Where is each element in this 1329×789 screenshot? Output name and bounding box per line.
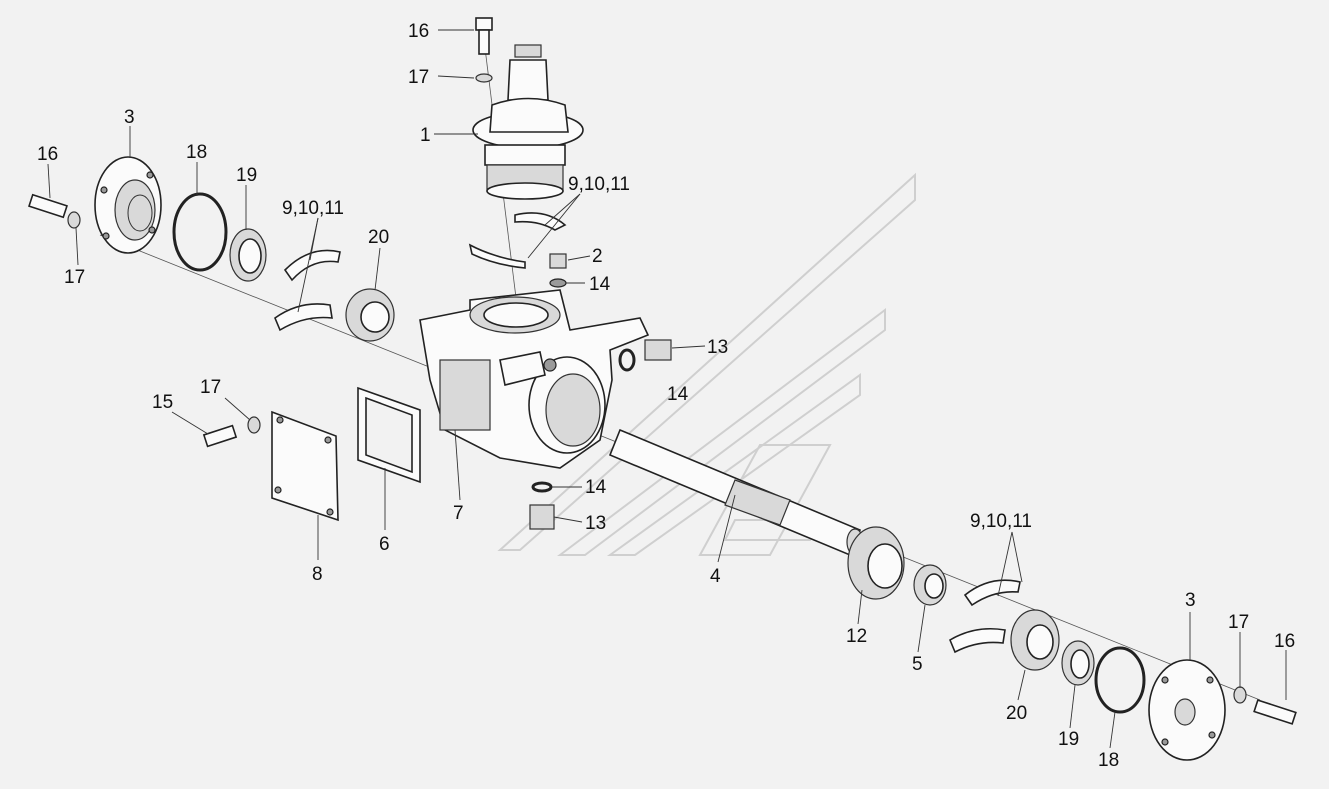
callout-16-top: 16 <box>408 21 429 42</box>
callout-12: 12 <box>846 626 867 647</box>
callout-1: 1 <box>420 125 431 146</box>
housing-bottom-plug <box>529 481 555 530</box>
callout-17-mid: 17 <box>200 377 221 398</box>
callout-5: 5 <box>912 654 923 675</box>
breather-plug <box>549 253 567 288</box>
callout-14-mid: 14 <box>667 384 689 405</box>
callout-2: 2 <box>592 246 603 267</box>
callout-7: 7 <box>453 503 464 524</box>
top-shims <box>468 212 567 269</box>
callout-16-right: 16 <box>1274 631 1295 652</box>
left-shims <box>274 249 341 332</box>
callout-15: 15 <box>152 392 173 413</box>
right-bearing <box>1010 609 1060 671</box>
callout-8: 8 <box>312 564 323 585</box>
callout-20-left: 20 <box>368 227 389 248</box>
callout-13-low: 13 <box>585 513 606 534</box>
callout-9-10-11-top: 9,10,11 <box>568 174 630 195</box>
right-bolt <box>1233 686 1297 725</box>
callout-17-left: 17 <box>64 267 85 288</box>
callout-19-left: 19 <box>236 165 257 186</box>
right-shims <box>948 579 1021 654</box>
top-bolt <box>475 17 493 83</box>
callout-6: 6 <box>379 534 390 555</box>
cover-bolt <box>202 416 261 448</box>
callout-3-right: 3 <box>1185 590 1196 611</box>
left-seal <box>229 228 267 282</box>
left-flange <box>94 156 162 254</box>
callout-14-top: 14 <box>589 274 611 295</box>
callout-13-top: 13 <box>707 337 728 358</box>
callout-18-left: 18 <box>186 142 207 163</box>
callout-17-right: 17 <box>1228 612 1249 633</box>
left-bolt <box>28 193 81 229</box>
callout-17-top: 17 <box>408 67 429 88</box>
callout-18-right: 18 <box>1098 750 1119 771</box>
callout-labels: 16 17 1 9,10,11 2 14 13 14 3 16 18 19 9,… <box>37 21 1295 771</box>
left-o-ring <box>172 192 228 272</box>
pinion-housing <box>472 44 584 200</box>
callout-20-right: 20 <box>1006 703 1027 724</box>
right-flange <box>1148 659 1226 761</box>
leader-lines <box>47 29 1287 749</box>
gasket <box>357 386 421 484</box>
housing-right-plug <box>618 339 672 372</box>
callout-19-right: 19 <box>1058 729 1079 750</box>
left-bearing <box>345 288 395 342</box>
right-seal <box>1061 640 1095 686</box>
callout-9-10-11-right: 9,10,11 <box>970 511 1032 532</box>
gearbox-housing <box>419 289 650 469</box>
callout-9-10-11-left: 9,10,11 <box>282 198 344 219</box>
callout-14-low: 14 <box>585 477 607 498</box>
spacer-sleeve <box>913 564 947 606</box>
splined-hub <box>847 526 905 600</box>
right-o-ring <box>1094 646 1146 714</box>
callout-4: 4 <box>710 566 721 587</box>
output-shaft <box>608 428 864 557</box>
callout-16-left: 16 <box>37 144 58 165</box>
side-cover <box>271 410 339 522</box>
callout-3-left: 3 <box>124 107 135 128</box>
